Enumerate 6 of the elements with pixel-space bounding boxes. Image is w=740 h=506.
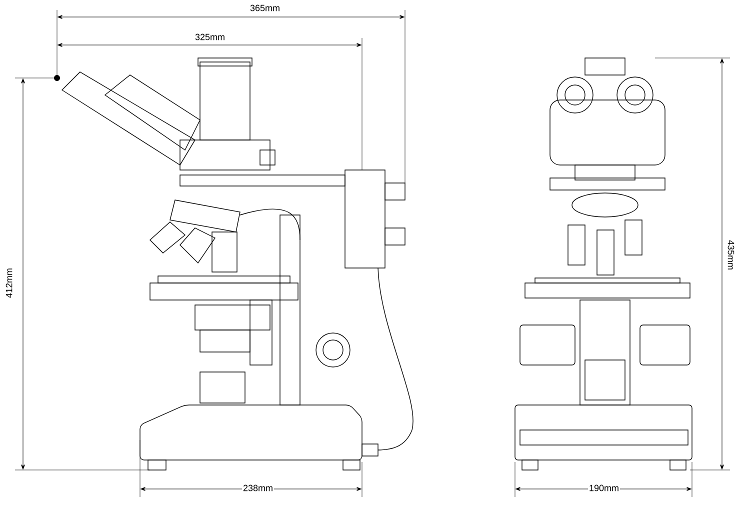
dimension-label: 365mm xyxy=(250,4,280,12)
dimension-label: 325mm xyxy=(195,34,224,40)
dimension-label: 412mm xyxy=(6,268,12,298)
dimension-label: 190mm xyxy=(588,484,620,492)
dimension-label: 238mm xyxy=(242,484,274,492)
dimension-label: 435mm xyxy=(728,240,734,270)
